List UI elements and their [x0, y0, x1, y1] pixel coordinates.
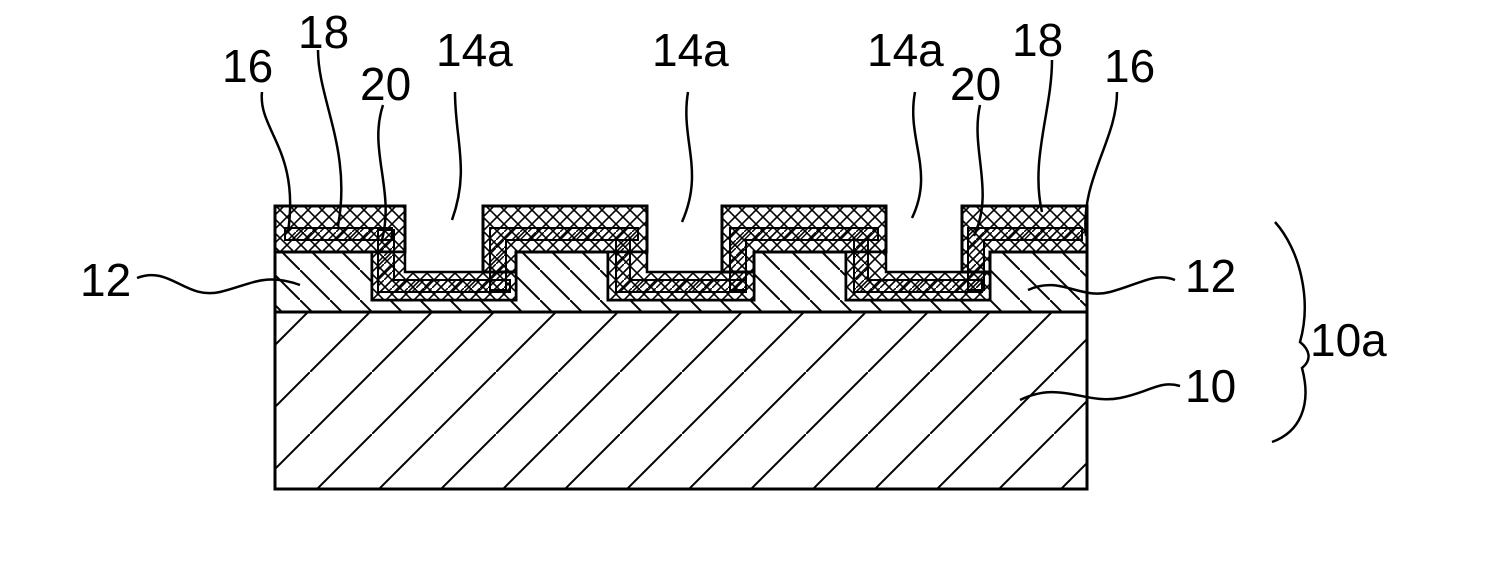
- label-14a-2: 14a: [652, 24, 729, 76]
- label-18-right: 18: [1012, 14, 1063, 66]
- leader-16-right: [1085, 92, 1117, 236]
- label-10a: 10a: [1310, 314, 1387, 366]
- label-16-right: 16: [1104, 40, 1155, 92]
- leader-18-left: [318, 50, 341, 226]
- label-20-left: 20: [360, 58, 411, 110]
- leader-14a-1: [452, 92, 461, 220]
- label-20-right: 20: [950, 58, 1001, 110]
- leader-14a-2: [682, 92, 692, 222]
- label-14a-1: 14a: [436, 24, 513, 76]
- label-16-left: 16: [222, 40, 273, 92]
- label-10: 10: [1185, 360, 1236, 412]
- substrate-10: [275, 312, 1087, 489]
- leader-18-right: [1038, 60, 1052, 212]
- brace-10a: [1272, 222, 1309, 442]
- leader-14a-3: [912, 92, 921, 218]
- label-14a-3: 14a: [867, 24, 944, 76]
- label-12-right: 12: [1185, 250, 1236, 302]
- label-12-left: 12: [80, 254, 131, 306]
- label-18-left: 18: [298, 6, 349, 58]
